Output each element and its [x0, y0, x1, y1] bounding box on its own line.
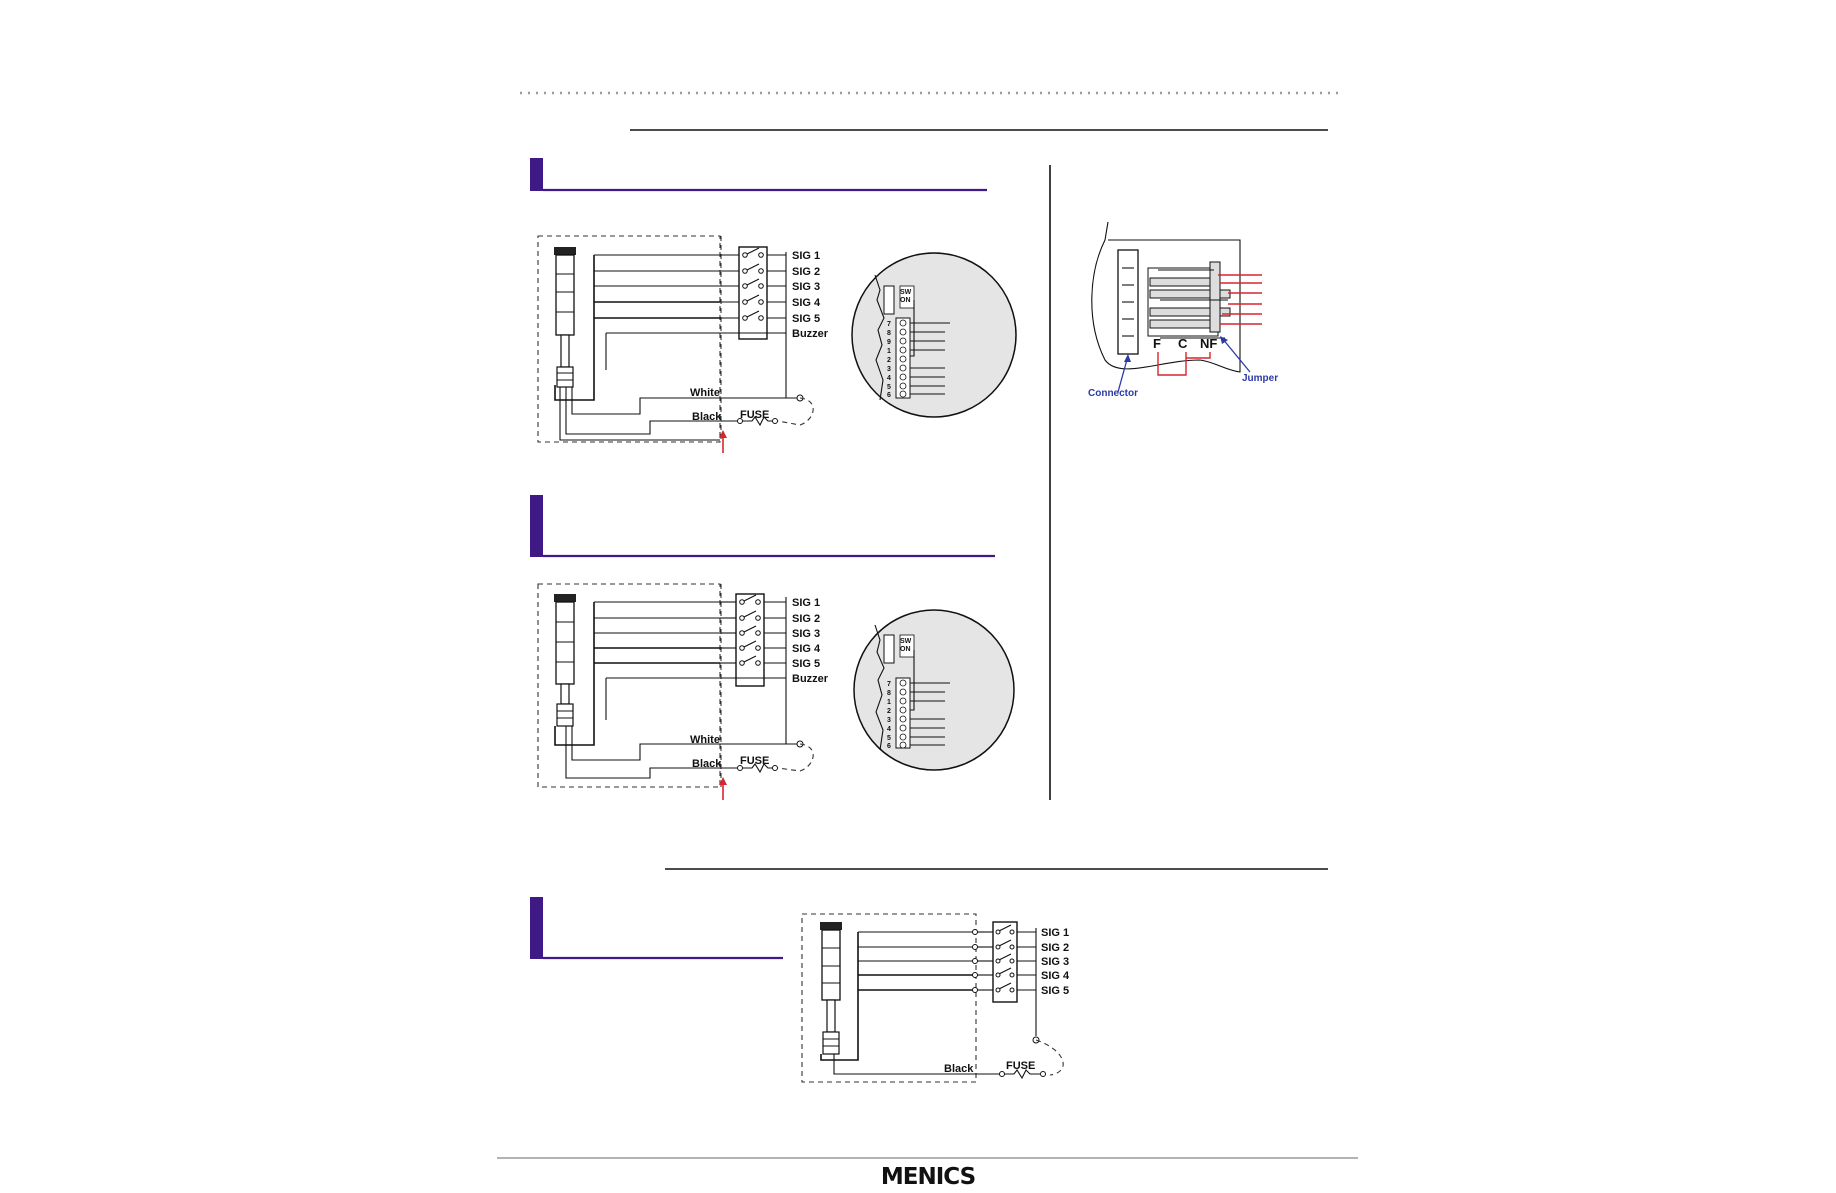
- sig-label: SIG 4: [792, 643, 821, 655]
- jumper-f-label: F: [1153, 336, 1161, 351]
- fuse-label: FUSE: [1006, 1060, 1035, 1072]
- black-wire-label: Black: [944, 1063, 974, 1075]
- sig-label: SIG 3: [792, 628, 820, 640]
- tower-lamp-icon: [554, 594, 576, 727]
- terminal-number: 2: [887, 357, 891, 364]
- sig-label: SIG 5: [1041, 985, 1069, 997]
- sig-label: SIG 2: [792, 613, 820, 625]
- connector-label: Connector: [1088, 388, 1138, 399]
- terminal-number: 9: [887, 339, 891, 346]
- sig-label: SIG 5: [792, 313, 820, 325]
- terminal-number: 5: [887, 384, 891, 391]
- terminal-number: 1: [887, 699, 891, 706]
- fuse-label: FUSE: [740, 409, 769, 421]
- brand-logo: MENICS: [881, 1164, 975, 1188]
- terminal-number: 7: [887, 681, 891, 688]
- wiring-diagram-2: SIG 1 SIG 2 SIG 3 SIG 4 SIG 5 Buzzer Whi…: [537, 583, 829, 800]
- jumper-c-label: C: [1178, 336, 1188, 351]
- black-wire-label: Black: [692, 411, 722, 423]
- terminal-number: 7: [887, 321, 891, 328]
- section-marker-3: [530, 897, 783, 960]
- terminal-number: 3: [887, 717, 891, 724]
- sig-label: SIG 5: [792, 658, 820, 670]
- terminal-number: 4: [887, 375, 891, 382]
- svg-text:ON: ON: [900, 646, 911, 653]
- terminal-number: 8: [887, 690, 891, 697]
- sig-label: SIG 1: [792, 597, 820, 609]
- terminal-number: 2: [887, 708, 891, 715]
- black-wire-label: Black: [692, 758, 722, 770]
- white-wire-label: White: [690, 387, 720, 399]
- jumper-nf-label: NF: [1200, 336, 1217, 351]
- svg-text:SW: SW: [900, 638, 912, 645]
- tower-lamp-icon: [554, 247, 576, 388]
- tower-lamp-icon: [820, 922, 842, 1055]
- wiring-diagram-3: SIG 1 SIG 2 SIG 3 SIG 4 SIG 5 Black FUSE: [801, 913, 1070, 1083]
- connector-jumper-detail: F C NF Connector Jumper: [1088, 221, 1278, 399]
- sig-label: SIG 1: [1041, 927, 1069, 939]
- terminal-number: 5: [887, 735, 891, 742]
- svg-text:ON: ON: [900, 297, 911, 304]
- section-marker-1: [530, 158, 987, 192]
- terminal-number: 4: [887, 726, 891, 733]
- jumper-label: Jumper: [1242, 373, 1278, 384]
- terminal-number: 8: [887, 330, 891, 337]
- terminal-number: 3: [887, 366, 891, 373]
- up-arrow-icon: [719, 430, 727, 453]
- buzzer-label: Buzzer: [792, 673, 829, 685]
- sig-label: SIG 2: [792, 266, 820, 278]
- terminal-number: 6: [887, 392, 891, 399]
- terminal-number: 1: [887, 348, 891, 355]
- white-wire-label: White: [690, 734, 720, 746]
- sig-label: SIG 2: [1041, 942, 1069, 954]
- fuse-label: FUSE: [740, 755, 769, 767]
- up-arrow-icon: [719, 777, 727, 800]
- sig-label: SIG 4: [792, 297, 821, 309]
- section-marker-2: [530, 495, 995, 558]
- terminal-number: 6: [887, 743, 891, 750]
- svg-text:SW: SW: [900, 289, 912, 296]
- wiring-diagram-1: SIG 1 SIG 2 SIG 3 SIG 4 SIG 5 Buzzer Whi…: [537, 235, 829, 453]
- sig-label: SIG 1: [792, 250, 820, 262]
- buzzer-label: Buzzer: [792, 328, 829, 340]
- sig-label: SIG 3: [1041, 956, 1069, 968]
- sig-label: SIG 4: [1041, 970, 1070, 982]
- sig-label: SIG 3: [792, 281, 820, 293]
